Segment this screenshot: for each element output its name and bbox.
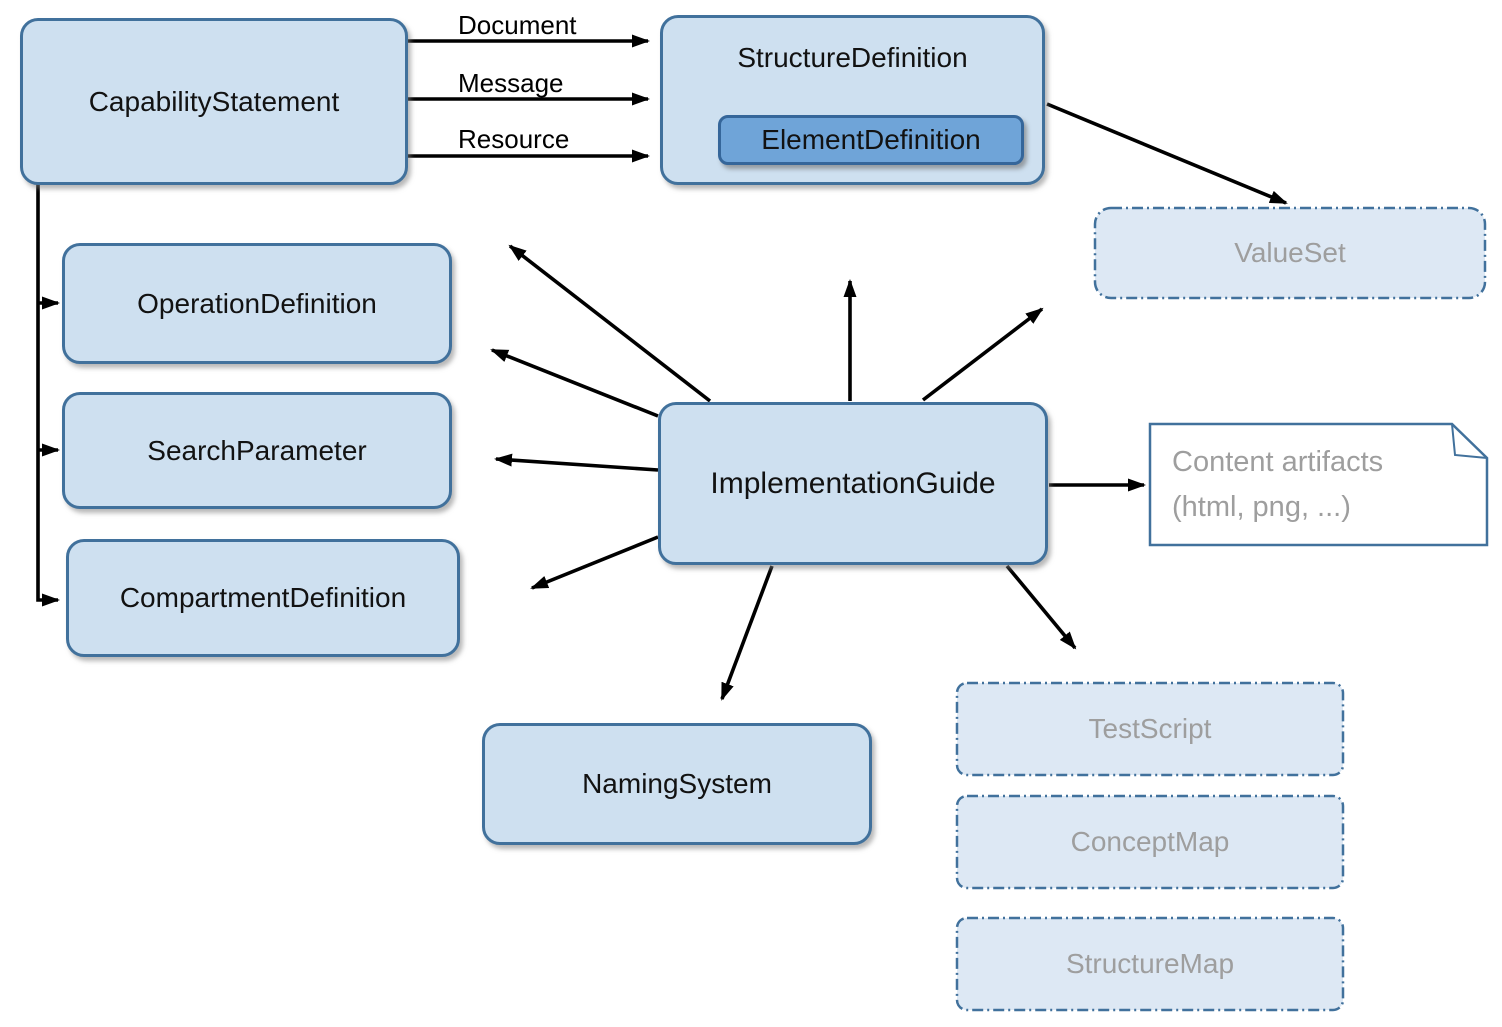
node-label: StructureDefinition	[737, 42, 968, 73]
arrow-ig-left	[494, 453, 659, 472]
test-script-box	[955, 681, 1345, 777]
content-artifacts-note-fold	[1451, 423, 1488, 459]
node-value-set: ValueSet	[1095, 208, 1485, 298]
edge-label-resource: Resource	[458, 124, 570, 154]
node-capability-statement: CapabilityStatement	[20, 18, 408, 185]
node-label: NamingSystem	[582, 768, 772, 799]
node-label: ImplementationGuide	[710, 466, 996, 500]
arrow-ig-down-left	[530, 535, 659, 590]
node-content-artifacts: Content artifacts (html, png, ...)	[1150, 424, 1487, 545]
arrow-ig-down-right-to-testscript	[1005, 564, 1077, 650]
node-operation-definition: OperationDefinition	[62, 243, 452, 364]
arrow-structuredefinition-to-valueset	[1046, 102, 1288, 205]
node-label: SearchParameter	[147, 434, 367, 466]
node-label: TestScript	[1088, 713, 1212, 744]
node-test-script: TestScript	[957, 683, 1343, 775]
edge-label-message: Message	[458, 68, 564, 98]
note-line1: Content artifacts	[1172, 446, 1384, 478]
node-label: ConceptMap	[1070, 826, 1230, 857]
node-concept-map: ConceptMap	[957, 796, 1343, 888]
node-naming-system: NamingSystem	[482, 723, 872, 845]
arrow-ig-up-left-far	[508, 244, 712, 403]
edge-label-document: Document	[458, 10, 577, 40]
connector-capability-trunk	[36, 184, 60, 607]
content-artifacts-note-shape	[1148, 422, 1489, 547]
node-label: ElementDefinition	[761, 124, 981, 155]
node-compartment-definition: CompartmentDefinition	[66, 539, 460, 657]
node-label: ValueSet	[1234, 237, 1346, 268]
node-label: CapabilityStatement	[88, 85, 340, 117]
node-element-definition: ElementDefinition	[718, 115, 1024, 165]
concept-map-box	[955, 794, 1345, 890]
node-implementation-guide: ImplementationGuide	[658, 402, 1048, 565]
note-line2: (html, png, ...)	[1172, 490, 1351, 523]
node-label: StructureMap	[1065, 948, 1235, 979]
arrow-ig-down-to-namingsystem	[720, 565, 774, 701]
node-search-parameter: SearchParameter	[62, 392, 452, 509]
node-label: OperationDefinition	[137, 287, 377, 319]
arrow-ig-up-right	[921, 307, 1044, 402]
structure-map-box	[955, 916, 1345, 1012]
value-set-box	[1093, 206, 1487, 300]
node-structure-map: StructureMap	[957, 918, 1343, 1010]
arrow-ig-left-upper	[490, 348, 659, 418]
node-label: CompartmentDefinition	[119, 582, 407, 613]
